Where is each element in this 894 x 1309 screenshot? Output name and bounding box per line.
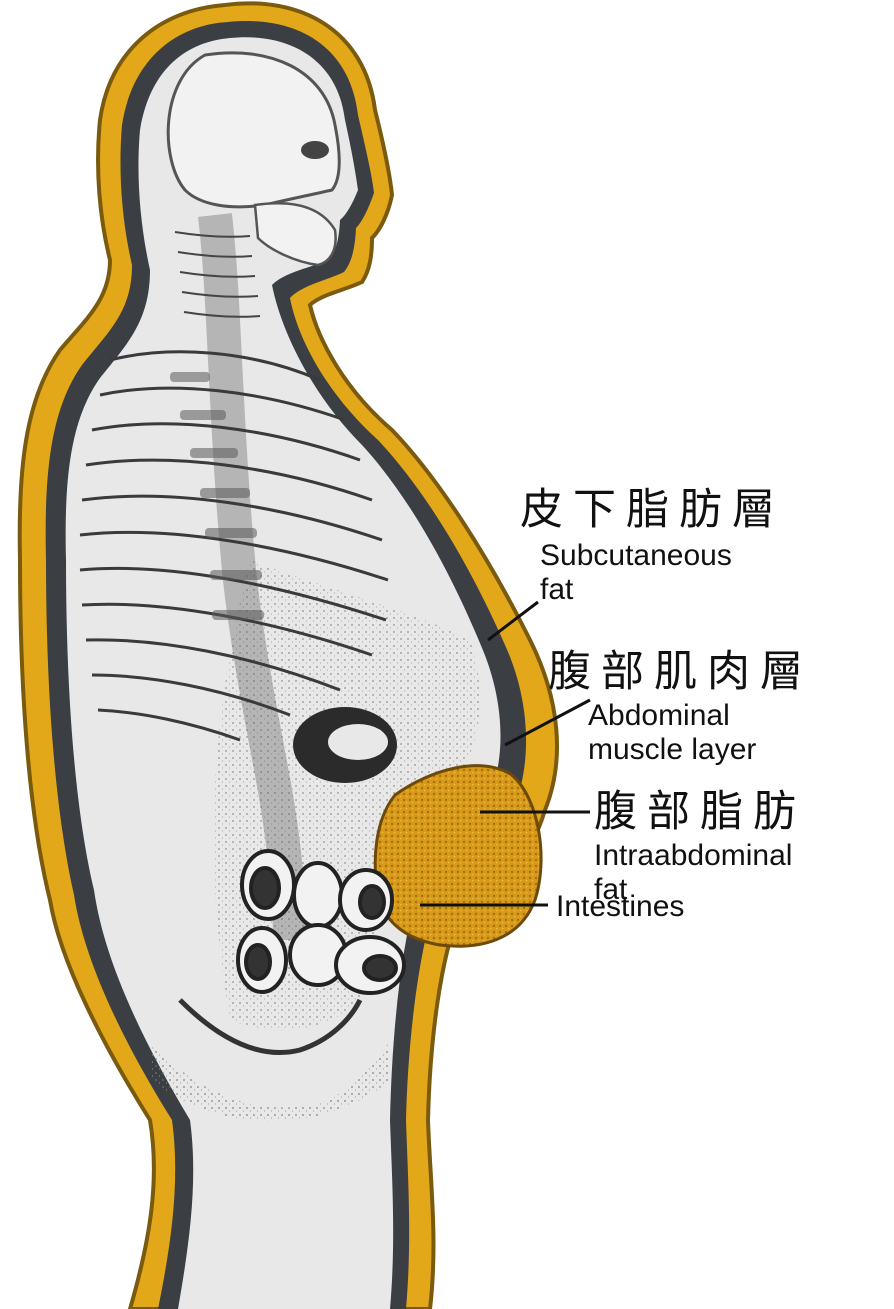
- intraabdominal-fat-mass: [375, 766, 541, 946]
- abdominal-muscle-label-en-1: Abdominal: [588, 699, 813, 733]
- subcutaneous-fat-label-en-1: Subcutaneous: [540, 539, 785, 573]
- intraabdominal-fat-label: 腹部脂肪 Intraabdominal fat: [594, 790, 806, 906]
- subcutaneous-fat-label-en-2: fat: [540, 573, 785, 607]
- intestines-label-en: Intestines: [556, 890, 684, 924]
- subcutaneous-fat-label-zh: 皮下脂肪層: [520, 488, 785, 533]
- intraabdominal-fat-label-en-1: Intraabdominal: [594, 839, 806, 873]
- eye-socket: [301, 141, 329, 159]
- abdominal-muscle-label: 腹部肌肉層 Abdominal muscle layer: [548, 650, 813, 766]
- intestines-label: Intestines: [556, 890, 684, 924]
- intraabdominal-fat-label-zh: 腹部脂肪: [594, 790, 806, 835]
- subcutaneous-fat-label: 皮下脂肪層 Subcutaneous fat: [520, 488, 785, 606]
- abdominal-muscle-label-en-2: muscle layer: [588, 733, 813, 767]
- stomach-highlight: [328, 724, 388, 760]
- abdominal-muscle-label-zh: 腹部肌肉層: [548, 650, 813, 695]
